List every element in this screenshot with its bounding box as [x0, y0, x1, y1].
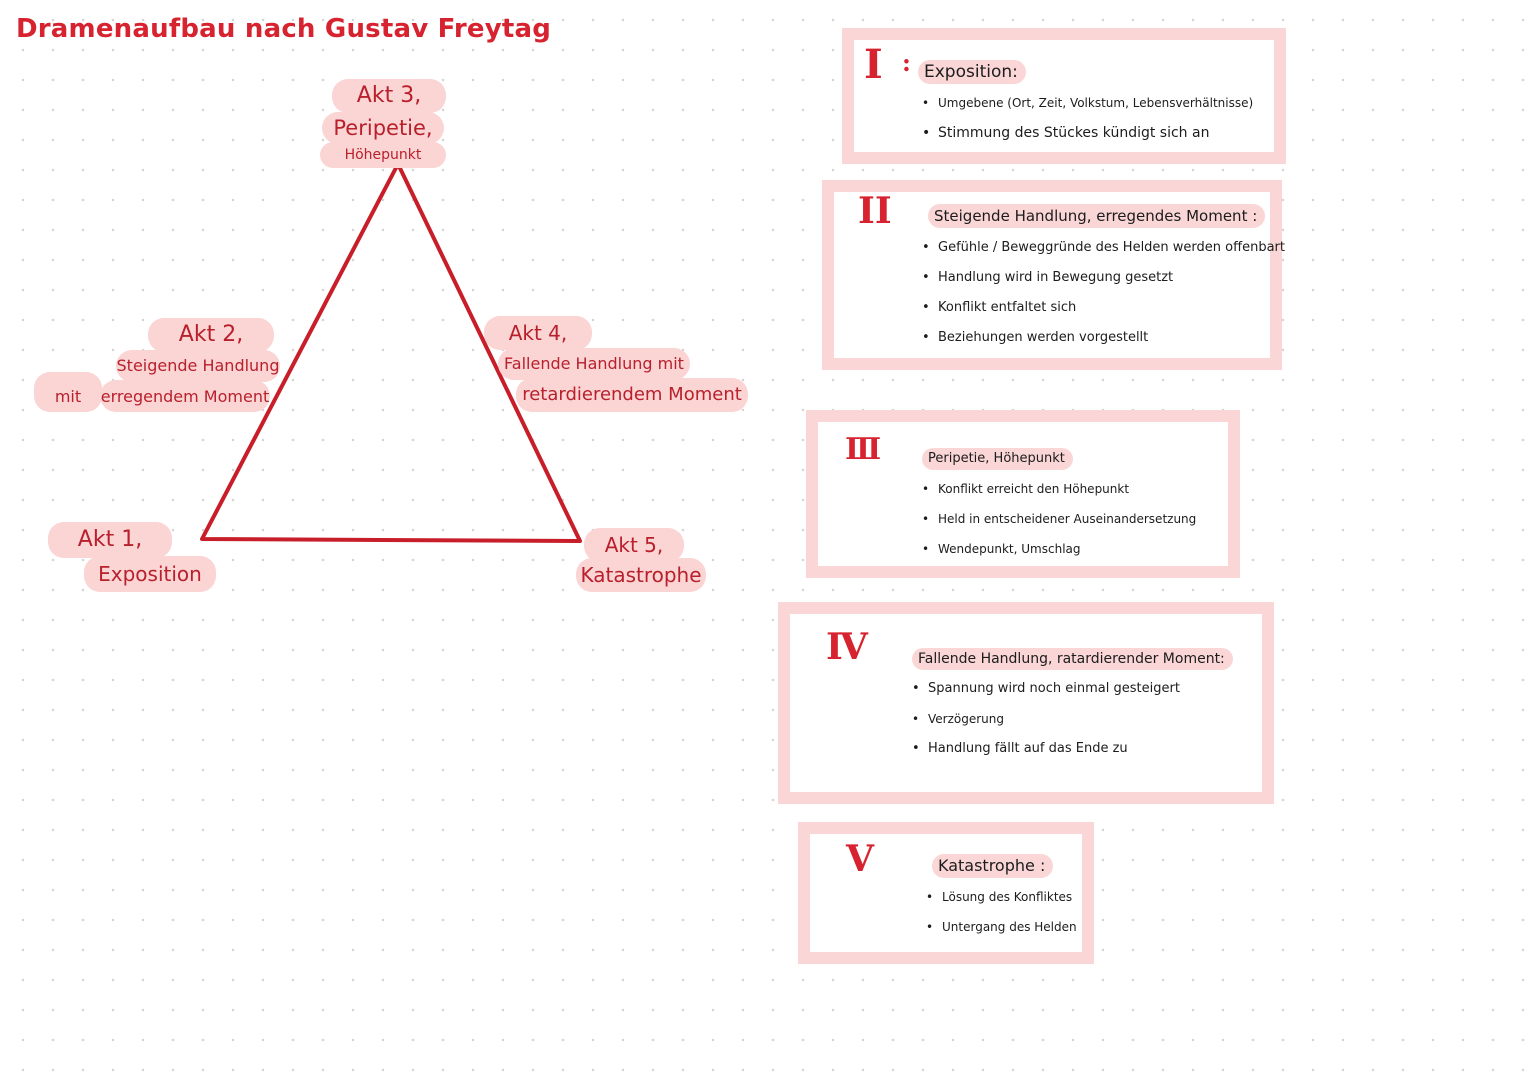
roman-numeral-4: IV — [826, 626, 868, 668]
box-4-bullets: Spannung wird noch einmal gesteigert Ver… — [912, 678, 1180, 768]
bullet-item: Beziehungen werden vorgestellt — [922, 326, 1285, 356]
box-5-heading: Katastrophe : — [932, 854, 1054, 878]
akt4-title: Akt 4, — [484, 316, 592, 350]
akt1-title: Akt 1, — [48, 522, 172, 558]
bullet-item: Untergang des Helden — [926, 916, 1077, 946]
bullet-item: Umgebene (Ort, Zeit, Volkstum, Lebensver… — [922, 92, 1253, 122]
bullet-item: Verzögerung — [912, 708, 1180, 738]
akt2-prefix: mit — [34, 372, 102, 412]
bullet-item: Handlung wird in Bewegung gesetzt — [922, 266, 1285, 296]
akt5-subtitle: Katastrophe — [576, 558, 706, 592]
akt3-detail: Höhepunkt — [320, 142, 446, 168]
box-1-heading: Exposition: — [918, 60, 1026, 84]
akt3-subtitle: Peripetie, — [322, 112, 444, 144]
bullet-item: Wendepunkt, Umschlag — [922, 538, 1196, 568]
box-2-heading: Steigende Handlung, erregendes Moment : — [928, 204, 1266, 228]
bullet-item: Lösung des Konfliktes — [926, 886, 1077, 916]
akt4-detail: retardierendem Moment — [516, 378, 748, 412]
akt4-subtitle: Fallende Handlung mit — [498, 348, 690, 380]
bullet-item: Handlung fällt auf das Ende zu — [912, 738, 1180, 768]
page-title: Dramenaufbau nach Gustav Freytag — [16, 14, 552, 44]
akt2-title: Akt 2, — [148, 318, 274, 352]
roman-numeral-3: III — [845, 432, 881, 467]
box-3-heading: Peripetie, Höhepunkt — [922, 448, 1073, 470]
akt2-detail: erregendem Moment — [100, 380, 270, 412]
box-5-bullets: Lösung des Konfliktes Untergang des Held… — [926, 886, 1077, 946]
roman-numeral-1: I — [864, 41, 883, 88]
akt5-title: Akt 5, — [584, 528, 684, 562]
roman-numeral-5: V — [846, 838, 874, 880]
bullet-item: Konflikt entfaltet sich — [922, 296, 1285, 326]
freytag-triangle — [200, 162, 582, 543]
akt1-subtitle: Exposition — [84, 556, 216, 592]
roman-numeral-2: II — [858, 190, 892, 232]
bullet-item: Spannung wird noch einmal gesteigert — [912, 678, 1180, 708]
box-1-bullets: Umgebene (Ort, Zeit, Volkstum, Lebensver… — [922, 92, 1253, 152]
bullet-item: Stimmung des Stückes kündigt sich an — [922, 122, 1253, 152]
bullet-item: Gefühle / Beweggründe des Helden werden … — [922, 236, 1285, 266]
numeral-separator: : — [902, 48, 911, 77]
akt3-title: Akt 3, — [332, 79, 446, 113]
box-2-bullets: Gefühle / Beweggründe des Helden werden … — [922, 236, 1285, 356]
bullet-item: Konflikt erreicht den Höhepunkt — [922, 478, 1196, 508]
akt2-subtitle: Steigende Handlung — [116, 350, 280, 382]
bullet-item: Held in entscheidener Auseinandersetzung — [922, 508, 1196, 538]
box-4-heading: Fallende Handlung, ratardierender Moment… — [912, 648, 1233, 670]
box-3-bullets: Konflikt erreicht den Höhepunkt Held in … — [922, 478, 1196, 568]
